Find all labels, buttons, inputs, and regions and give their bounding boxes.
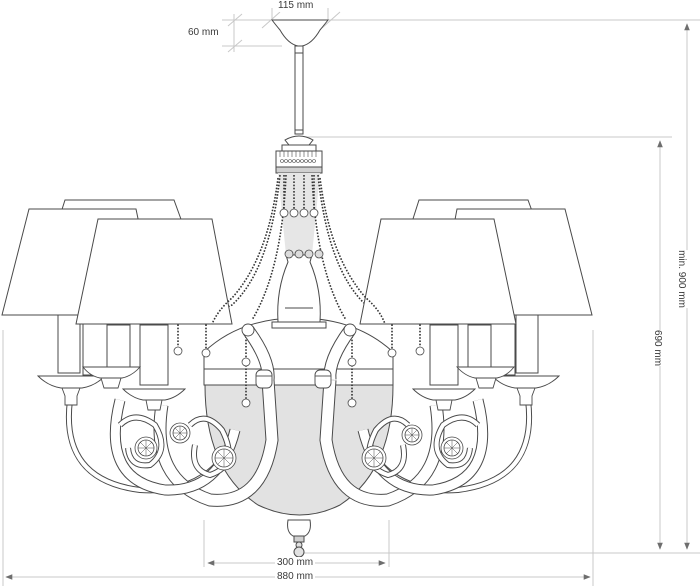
bottom-finial	[287, 519, 311, 537]
dimension-lines	[2, 8, 700, 586]
bowl-diameter-label: 300 mm	[275, 557, 316, 569]
chandelier	[1, 19, 593, 558]
min-height-label: min. 900 mm	[672, 250, 689, 308]
body-height-label: 690 mm	[649, 329, 666, 367]
canopy-height-label: 60 mm	[186, 27, 221, 39]
crystal-collar	[275, 150, 323, 168]
lamp-shade-front-right	[359, 218, 517, 325]
glass-column	[278, 173, 320, 255]
lamp-shade-front-left	[75, 218, 233, 325]
total-width-label: 880 mm	[275, 571, 316, 583]
stem	[294, 45, 304, 135]
canopy	[270, 19, 330, 47]
canopy-diameter-label: 115 mm	[276, 0, 316, 12]
rosettes	[134, 422, 464, 471]
vase	[277, 254, 321, 323]
